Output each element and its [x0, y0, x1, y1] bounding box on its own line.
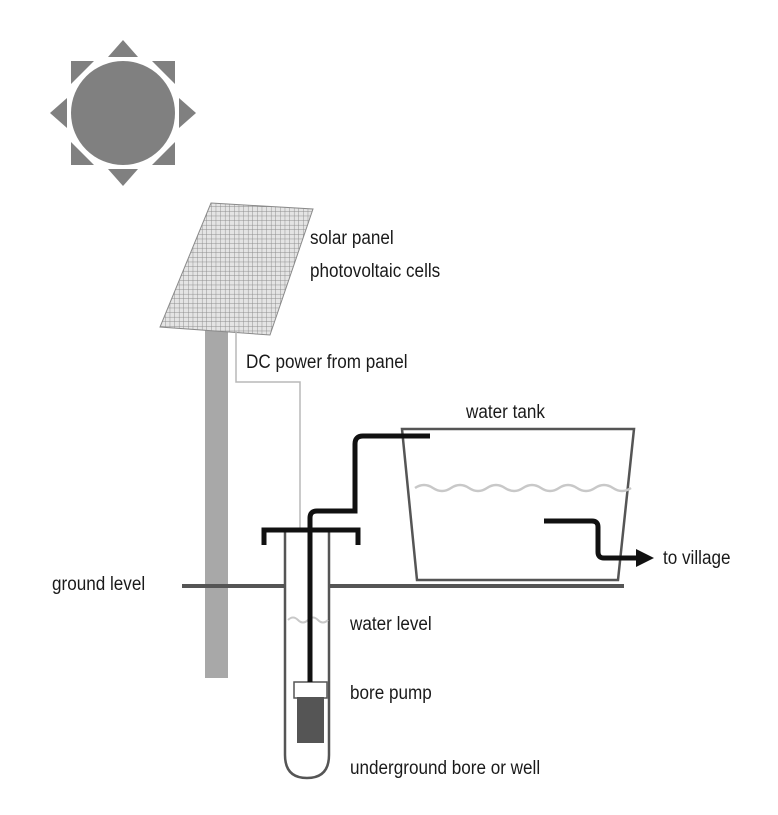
- label-solar-panel: solar panel: [310, 228, 394, 249]
- label-to-village: to village: [663, 548, 731, 569]
- label-dc-power: DC power from panel: [246, 352, 408, 373]
- label-bore-pump: bore pump: [350, 683, 432, 704]
- label-water-level: water level: [350, 614, 432, 635]
- label-photovoltaic-cells: photovoltaic cells: [310, 261, 441, 282]
- supply-pipe: [307, 433, 430, 682]
- arrow-right-icon: [636, 549, 654, 567]
- solar-panel: [159, 202, 314, 336]
- label-ground-level: ground level: [52, 574, 146, 595]
- water-tank: [400, 427, 636, 582]
- dc-wire: [235, 331, 301, 600]
- label-underground-bore: underground bore or well: [350, 758, 541, 779]
- pump-head: [293, 681, 328, 699]
- pump-body: [297, 697, 324, 743]
- tank-water-level: [414, 483, 632, 493]
- outlet-pipe: [544, 518, 637, 561]
- panel-pole: [205, 330, 228, 678]
- label-water-tank: water tank: [466, 402, 545, 423]
- sun-icon: [50, 40, 196, 186]
